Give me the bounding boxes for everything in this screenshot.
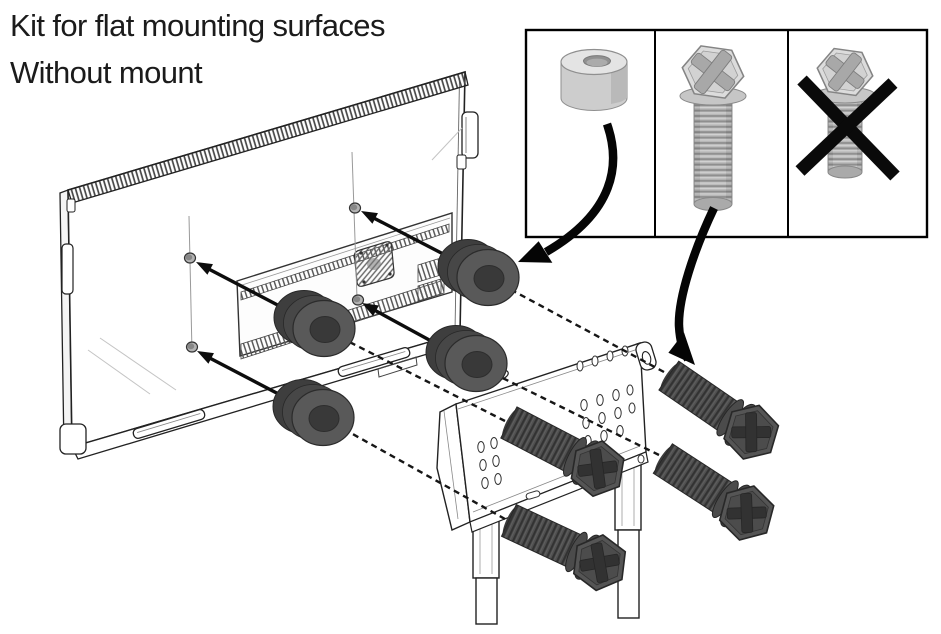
page-title: Kit for flat mounting surfaces Without m… [10,2,385,96]
mounting-hole-2 [183,252,197,264]
spacer-4 [272,379,355,447]
bracket-perforations [477,345,636,489]
side-handle-right [456,111,479,170]
panel-seam-lines [87,127,463,395]
curved-arrow-bolt [668,206,718,365]
display-back-panel [59,70,479,460]
bottom-handle-right [337,346,411,378]
phillips-cross-icon [577,448,618,489]
bolt-4 [500,503,627,592]
mounting-hole-3 [185,341,199,353]
phillips-cross-icon [825,52,865,92]
kit-panel-spacer [560,48,628,111]
corner-foot [59,423,87,455]
vent-grille-right-2 [417,277,445,302]
bolt-2 [652,443,775,541]
kit-panel-bolt-correct [679,45,747,211]
phillips-cross-icon [579,542,620,583]
phillips-cross-icon [726,492,767,534]
bottom-handle-left [132,408,206,440]
speaker-grille [353,241,395,287]
spacer-icon [560,48,628,111]
panel-tab [377,356,418,378]
mounting-hole-4 [351,294,365,306]
spacer-1 [437,239,520,307]
spacer-3 [425,325,508,393]
bolt-icon [679,45,747,211]
mounting-hole-1 [348,202,362,214]
bolt-3 [500,406,625,498]
bracket-tab [635,341,657,371]
phillips-cross-icon [690,49,736,95]
spacer-2 [273,290,356,358]
title-line-1: Kit for flat mounting surfaces [10,8,385,43]
x-mark-icon [795,75,900,181]
bracket-flap [436,402,471,531]
title-line-2: Without mount [10,55,203,90]
phillips-cross-icon [731,412,772,453]
curved-arrow-spacer [518,122,618,263]
kit-panel-bolt-wrong [795,47,900,181]
side-handle-left [61,198,76,295]
bracket-slot-small [525,490,541,500]
bolt-1 [658,360,780,460]
kit-parts-box [524,28,929,239]
